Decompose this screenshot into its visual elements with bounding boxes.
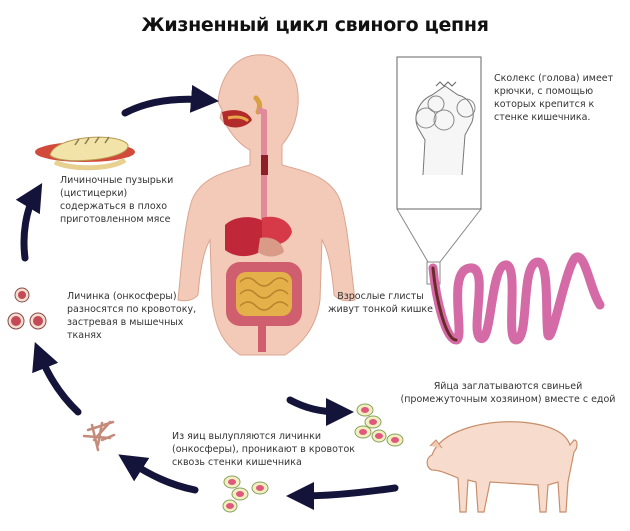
human-body-image [177, 54, 356, 356]
arrow-icon [286, 396, 354, 426]
cycle-arrows [15, 84, 399, 510]
tapeworm-image [428, 252, 605, 345]
scolex-image [396, 56, 482, 285]
caption-cysticerci: Личиночные пузырьки (цистицерки) содержа… [60, 175, 174, 225]
eggs-image [222, 403, 404, 513]
arrow-icon [118, 454, 199, 494]
caption-adult-worms: Взрослые глисты живут тонкой кишке [328, 291, 433, 315]
pig-image [426, 421, 578, 513]
caption-oncospheres-blood: Личинка (онкосферы) разносятся по кровот… [67, 291, 197, 341]
arrow-icon [121, 84, 219, 117]
caption-hatching: Из яиц вылупляются личинки (онкосферы), … [172, 431, 355, 468]
cysts-image [7, 287, 47, 330]
caption-scolex: Сколекс (голова) имеет крючки, с помощью… [494, 73, 614, 123]
caption-eggs-pig: Яйца заглатываются свиньей (промежуточны… [400, 381, 616, 405]
arrow-icon [32, 342, 82, 416]
diagram-title: Жизненный цикл свиного цепня [141, 14, 489, 36]
hotdog-image [35, 136, 135, 171]
arrow-icon [286, 481, 399, 510]
arrow-icon [15, 182, 43, 262]
oncospheres-image [82, 420, 116, 452]
